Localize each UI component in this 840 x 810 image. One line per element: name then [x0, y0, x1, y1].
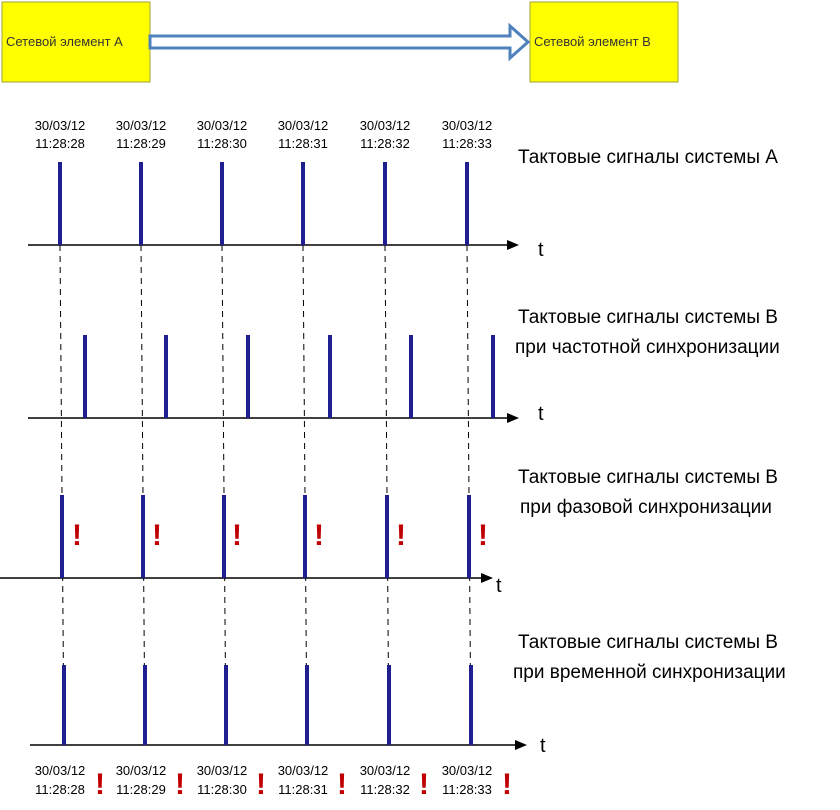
warning-mark: ! [95, 768, 105, 801]
row-phase-axis-label: t [496, 575, 502, 597]
dashed-guides [59, 244, 472, 746]
timestamp-time: 11:28:30 [197, 136, 247, 151]
row-phase-axis-arrowhead [481, 573, 493, 583]
network-element-a-box [1, 1, 151, 83]
timestamp-date: 30/03/12 [360, 118, 411, 133]
row-freq-axis-label: t [538, 403, 544, 425]
row-freq-pulses [83, 335, 495, 418]
timestamp-time: 11:28:28 [35, 782, 85, 797]
row-phase-pulses [60, 495, 471, 578]
timestamp-date: 30/03/12 [116, 118, 167, 133]
warning-mark: ! [502, 768, 512, 801]
transfer-arrow [148, 22, 531, 62]
top-timestamps: 30/03/12 11:28:28 30/03/12 11:28:29 30/0… [35, 118, 493, 151]
timestamp-time: 11:28:31 [278, 136, 328, 151]
row-time-caption-line1: Тактовые сигналы системы В [518, 632, 778, 653]
axes [0, 240, 527, 750]
timestamp-time: 11:28:29 [116, 782, 166, 797]
warning-mark: ! [152, 519, 162, 552]
timestamp-time: 11:28:31 [278, 782, 328, 797]
timestamp-date: 30/03/12 [278, 118, 329, 133]
timestamp-time: 11:28:33 [442, 782, 492, 797]
warning-mark: ! [175, 768, 185, 801]
timestamp-time: 11:28:30 [197, 782, 247, 797]
timestamp-date: 30/03/12 [197, 763, 248, 778]
timestamp-date: 30/03/12 [278, 763, 329, 778]
bottom-marks: ! ! ! ! ! ! [95, 768, 512, 801]
row-time-caption-line2: при временной синхронизации [513, 662, 786, 683]
row-a-pulses [58, 162, 469, 245]
warning-mark: ! [396, 519, 406, 552]
timestamp-date: 30/03/12 [442, 118, 493, 133]
row-time-axis-label: t [540, 735, 546, 757]
row-time-pulses [62, 665, 473, 745]
timestamp-date: 30/03/12 [35, 763, 86, 778]
timestamp-time: 11:28:29 [116, 136, 166, 151]
row-phase-caption-line2: при фазовой синхронизации [520, 497, 772, 518]
network-element-b-label: Сетевой элемент В [534, 34, 651, 49]
network-element-b-box [529, 1, 679, 83]
row-a-caption-line1: Тактовые сигналы системы А [518, 147, 778, 168]
row-phase-marks: ! ! ! ! ! ! [72, 519, 488, 552]
row-a-axis-arrowhead [507, 240, 519, 250]
timestamp-date: 30/03/12 [360, 763, 411, 778]
timestamp-date: 30/03/12 [35, 118, 86, 133]
timestamp-date: 30/03/12 [442, 763, 493, 778]
timestamp-time: 11:28:32 [360, 136, 410, 151]
row-phase-caption-line1: Тактовые сигналы системы В [518, 467, 778, 488]
row-a-axis-label: t [538, 239, 544, 261]
timestamp-time: 11:28:33 [442, 136, 492, 151]
row-time-axis-arrowhead [515, 740, 527, 750]
timestamp-time: 11:28:32 [360, 782, 410, 797]
timestamp-date: 30/03/12 [116, 763, 167, 778]
warning-mark: ! [314, 519, 324, 552]
warning-mark: ! [72, 519, 82, 552]
warning-mark: ! [337, 768, 347, 801]
timestamp-date: 30/03/12 [197, 118, 248, 133]
timestamp-time: 11:28:28 [35, 136, 85, 151]
row-freq-axis-arrowhead [507, 413, 519, 423]
warning-mark: ! [232, 519, 242, 552]
row-freq-caption-line1: Тактовые сигналы системы В [518, 307, 778, 328]
warning-mark: ! [478, 519, 488, 552]
warning-mark: ! [256, 768, 266, 801]
network-element-a-label: Сетевой элемент А [6, 34, 123, 49]
bottom-timestamps: 30/03/12 11:28:28 30/03/12 11:28:29 30/0… [35, 763, 493, 797]
row-freq-caption-line2: при частотной синхронизации [515, 337, 780, 358]
warning-mark: ! [419, 768, 429, 801]
